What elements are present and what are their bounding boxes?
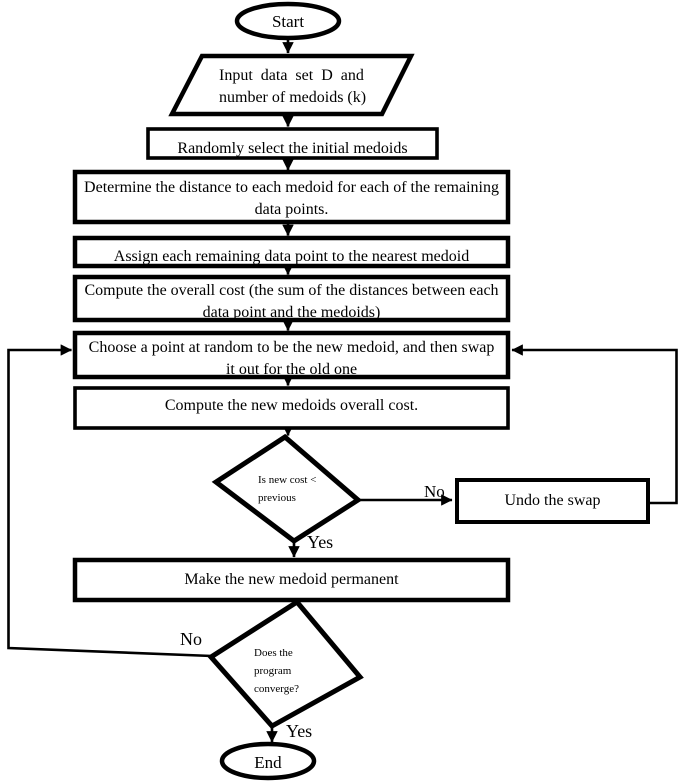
distance-process-box [72, 169, 511, 225]
permanent-label: Make the new medoid permanent [184, 571, 399, 588]
converge-no-edge-label: No [180, 629, 202, 649]
costcheck-label: Is new cost < previous [258, 474, 317, 504]
input-parallelogram [168, 53, 415, 117]
assign-label: Assign each remaining data point to the … [113, 248, 470, 265]
costcheck-yes-edge-label: Yes [307, 532, 334, 552]
newcost-process-box [73, 386, 510, 430]
undo-label: Undo the swap [504, 492, 601, 509]
costcheck-decision-diamond [211, 433, 363, 545]
converge-yes-edge-label: Yes [286, 721, 313, 741]
start-label: Start [271, 12, 305, 31]
permanent-process-box [72, 557, 511, 603]
choose-process-box [72, 330, 511, 380]
costcheck-no-edge-label: No [424, 482, 445, 501]
cost-label: Compute the overall cost (the sum of the… [84, 282, 499, 320]
distance-label: Determine the distance to each medoid fo… [84, 179, 499, 218]
converge-decision-diamond [207, 598, 364, 730]
choose-label: Choose a point at random to be the new m… [88, 339, 495, 377]
init-process-box [146, 127, 439, 160]
arrow-undo-loop [511, 344, 678, 505]
undo-process-box [455, 478, 650, 524]
converge-label: Does the program converge? [254, 647, 299, 695]
start-terminator [234, 1, 342, 41]
init-label: Randomly select the initial medoids [177, 140, 408, 157]
cost-process-box [72, 274, 511, 323]
input-label: Input data set D and number of medoids (… [219, 67, 367, 106]
end-terminator [219, 741, 317, 781]
end-label: End [254, 753, 282, 772]
newcost-label: Compute the new medoids overall cost. [164, 397, 419, 414]
assign-process-box [72, 235, 511, 269]
arrow-converge-no-loop [7, 344, 213, 658]
